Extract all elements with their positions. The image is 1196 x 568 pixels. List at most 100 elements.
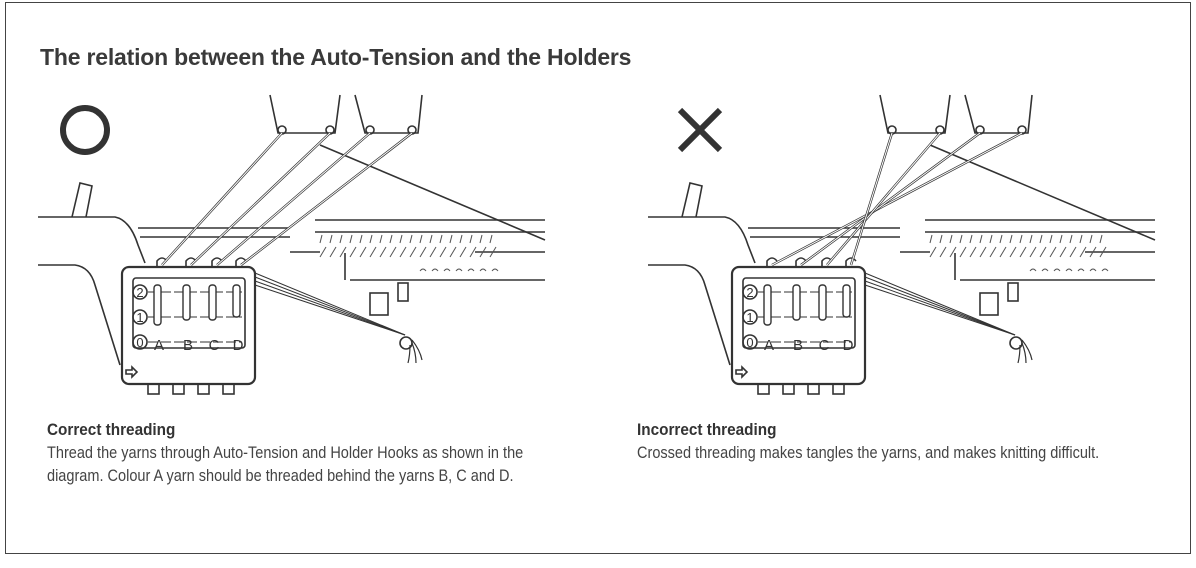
correct-threading-heading: Correct threading — [47, 420, 176, 439]
tension-slider — [232, 284, 241, 318]
knit-stitch-mark — [479, 268, 487, 272]
needle-mark — [469, 246, 477, 258]
knit-stitch-mark — [1029, 268, 1037, 272]
yarn-to-eye — [864, 272, 1016, 336]
needle-mark — [389, 246, 397, 258]
needle-mark — [349, 234, 353, 244]
needle-mark — [949, 234, 953, 244]
tension-level-circle — [742, 334, 758, 350]
tension-slider — [182, 284, 191, 321]
tension-level-label: 2 — [746, 285, 753, 300]
tension-slider — [818, 284, 827, 321]
knit-stitch-mark — [443, 268, 451, 272]
tension-knob — [197, 383, 210, 395]
lever-shape — [681, 182, 703, 218]
needle-mark — [379, 234, 383, 244]
yarn-strand-inner — [800, 132, 981, 266]
needle-mark — [479, 246, 487, 258]
tension-knob — [757, 383, 770, 395]
yarn-strand-inner — [190, 132, 331, 266]
tension-knob — [807, 383, 820, 395]
carriage-plate — [369, 292, 389, 316]
needle-mark — [489, 234, 493, 244]
tension-level-circle — [742, 309, 758, 325]
arrow-icon — [735, 365, 749, 379]
incorrect-threading-text: Crossed threading makes tangles the yarn… — [637, 444, 1100, 462]
needle-mark — [1079, 234, 1083, 244]
needle-mark — [939, 234, 943, 244]
needle-mark — [929, 234, 933, 244]
knit-stitch-mark — [419, 268, 427, 272]
yarn-strand-inner — [826, 132, 941, 266]
yarn-ends — [407, 339, 423, 364]
needle-mark — [1089, 246, 1097, 258]
tension-level-circle — [742, 284, 758, 300]
tension-level-circle — [132, 334, 148, 350]
needle-mark — [329, 246, 337, 258]
needle-mark — [969, 246, 977, 258]
needle-mark — [1039, 246, 1047, 258]
needle-mark — [1009, 234, 1013, 244]
tension-knob — [147, 383, 160, 395]
tension-knob — [172, 383, 185, 395]
yarn-letter-label: C — [819, 337, 830, 354]
needle-mark — [999, 234, 1003, 244]
needle-mark — [329, 234, 333, 244]
needle-mark — [1049, 234, 1053, 244]
needle-mark — [339, 234, 343, 244]
knit-stitch-mark — [1065, 268, 1073, 272]
needle-mark — [1059, 246, 1067, 258]
carriage-plate — [979, 292, 999, 316]
needle-mark — [419, 234, 423, 244]
knit-stitch-mark — [467, 268, 475, 272]
knit-stitch-mark — [1041, 268, 1049, 272]
needle-mark — [1049, 246, 1057, 258]
yarn-rod — [929, 144, 1156, 241]
tension-window — [742, 277, 856, 349]
correct-threading-caption: Correct threading Thread the yarns throu… — [47, 420, 577, 488]
tension-slider — [208, 284, 217, 321]
yarn-to-eye — [864, 276, 1016, 336]
needle-mark — [439, 234, 443, 244]
needle-mark — [959, 234, 963, 244]
needle-mark — [1019, 246, 1027, 258]
tension-level-label: 1 — [746, 310, 753, 325]
tension-slider — [153, 284, 162, 326]
yarn-to-eye — [864, 280, 1016, 336]
needle-mark — [1059, 234, 1063, 244]
needle-mark — [369, 234, 373, 244]
needle-mark — [319, 246, 327, 258]
needle-mark — [349, 246, 357, 258]
knit-stitch-mark — [431, 268, 439, 272]
needle-mark — [409, 234, 413, 244]
tension-hook — [766, 257, 778, 275]
needle-mark — [1009, 246, 1017, 258]
tension-hook — [235, 257, 247, 275]
needle-mark — [409, 246, 417, 258]
tension-level-label: 0 — [746, 335, 753, 350]
needle-mark — [489, 246, 497, 258]
needle-mark — [429, 246, 437, 258]
needle-mark — [989, 246, 997, 258]
knit-stitch-mark — [1101, 268, 1109, 272]
needle-mark — [369, 246, 377, 258]
yarn-to-eye — [864, 284, 1016, 336]
incorrect-cross-icon — [677, 107, 723, 153]
page-title: The relation between the Auto-Tension an… — [40, 44, 632, 70]
needle-mark — [1079, 246, 1087, 258]
tension-hook — [845, 257, 857, 275]
needle-mark — [469, 234, 473, 244]
needle-mark — [1019, 234, 1023, 244]
needle-mark — [399, 246, 407, 258]
needle-mark — [459, 234, 463, 244]
correct-threading-text: Thread the yarns through Auto-Tension an… — [47, 444, 524, 485]
tension-knob — [832, 383, 845, 395]
tension-window — [132, 277, 246, 349]
knit-stitch-mark — [455, 268, 463, 272]
yarn-ends — [1017, 339, 1033, 364]
yarn-letter-label: D — [843, 337, 854, 354]
knit-stitch-mark — [491, 268, 499, 272]
yarn-rod — [319, 144, 546, 241]
tension-level-label: 1 — [136, 310, 143, 325]
needle-mark — [939, 246, 947, 258]
